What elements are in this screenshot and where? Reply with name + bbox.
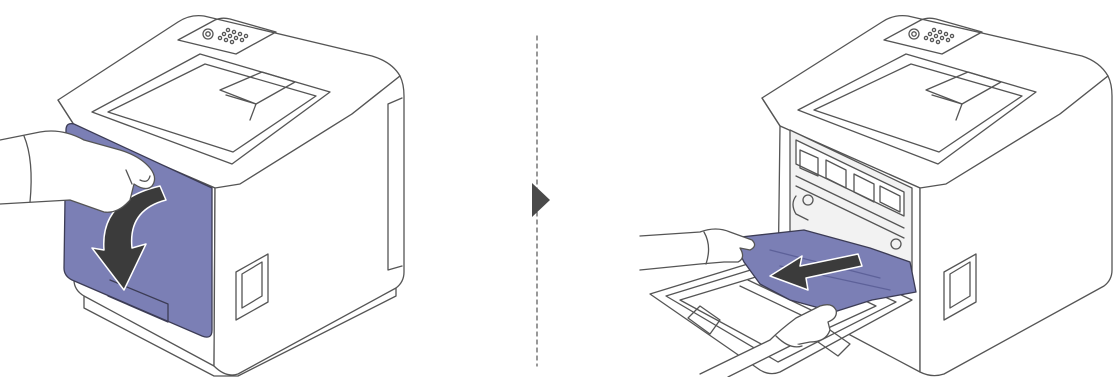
- printer-rear-cover-open: [640, 16, 1112, 377]
- next-step-arrow-icon: [532, 183, 550, 217]
- printer-rear-cover-closed: [0, 16, 404, 376]
